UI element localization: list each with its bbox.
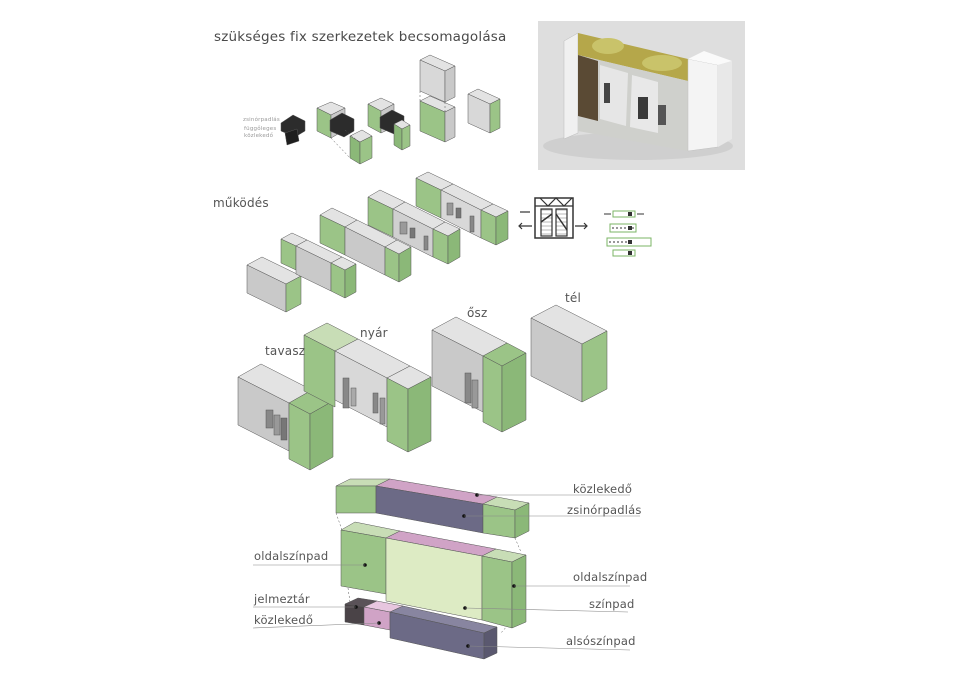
season-label-osz: ősz [467,306,488,320]
packing-box-4 [419,54,456,143]
label-kozlekedo-bottom: közlekedő [254,613,314,627]
top-block [335,478,530,539]
packing-box-2 [316,101,373,165]
operation-row [246,171,652,313]
operation-unit-4 [367,189,461,265]
label-dots [354,493,516,648]
label-szinpad: színpad [589,597,635,611]
operation-unit-3 [319,207,412,283]
operation-unit-2 [280,232,357,299]
model-photo [538,21,745,170]
model-photo-image [538,21,745,170]
season-tavasz-model [237,363,334,471]
section-label-mukodes: működés [213,196,269,210]
label-oldalszinpad-left: oldalszínpad [254,549,329,563]
packing-box-5 [467,88,501,134]
bottom-block [344,597,498,660]
season-label-tel: tél [565,291,582,305]
seasons-row [237,304,608,471]
season-label-tavasz: tavasz [265,344,306,358]
season-label-nyar: nyár [360,326,388,340]
small-label-zsinorpadlas: zsinórpadlás [243,117,280,123]
season-osz-model [431,316,527,433]
season-tel-model [530,304,608,403]
stage-exploded-diagram [252,478,640,660]
small-label-kozlekedo: közlekedő [244,133,274,139]
black-structure-1 [280,114,306,146]
small-label-fuggoleges: függőleges [244,126,277,132]
label-oldalszinpad-right: oldalszínpad [573,570,648,584]
page-title: szükséges fix szerkezetek becsomagolása [214,29,507,45]
plan-diagrams [604,210,652,257]
packing-row [280,54,501,165]
packing-box-3 [367,97,411,151]
operation-unit-5 [415,171,509,246]
label-alsoszinpad: alsószínpad [566,634,636,648]
leader-lines [252,494,640,651]
label-zsinorpadlas: zsinórpadlás [567,503,642,517]
operation-unit-1 [246,256,302,313]
middle-block [340,521,527,629]
label-jelmeztar: jelmeztár [254,592,310,606]
season-nyar-model [303,322,432,453]
mechanism-sketch-icon [518,197,588,239]
label-kozlekedo-top: közlekedő [573,482,633,496]
